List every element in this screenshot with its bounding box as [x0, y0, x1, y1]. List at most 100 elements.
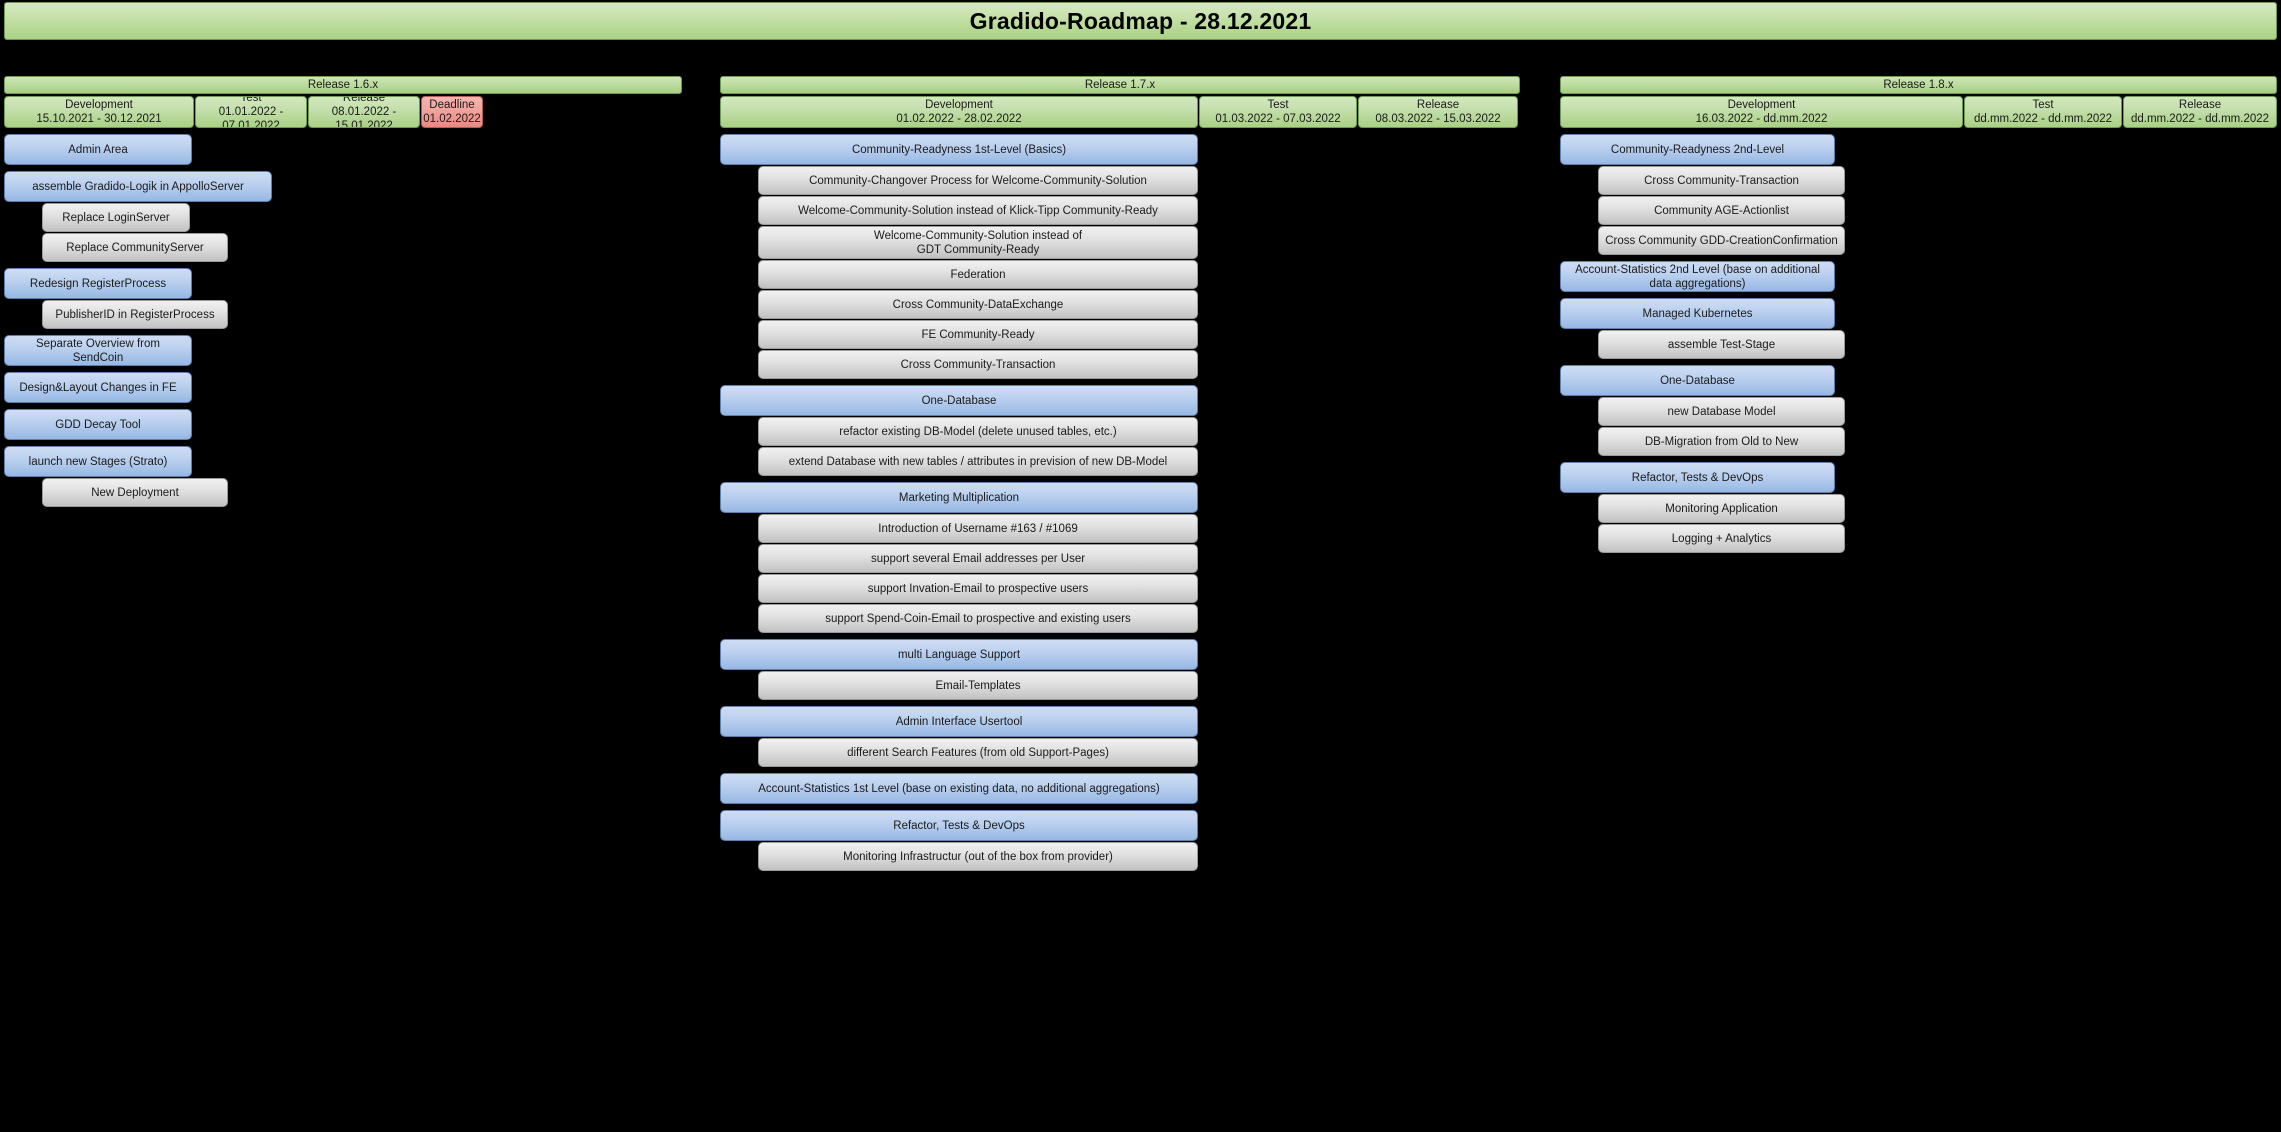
- task-epic[interactable]: One-Database: [1560, 365, 1835, 396]
- phase-dates: 01.01.2022 - 07.01.2022: [218, 106, 284, 128]
- roadmap-title-bar: Gradido-Roadmap - 28.12.2021: [4, 2, 2277, 40]
- task-subitem[interactable]: PublisherID in RegisterProcess: [42, 300, 228, 329]
- task-subitem[interactable]: Cross Community GDD-CreationConfirmation: [1598, 226, 1845, 255]
- task-label: Federation: [950, 268, 1006, 281]
- task-label: Cross Community-Transaction: [900, 358, 1056, 371]
- task-epic[interactable]: Design&Layout Changes in FE: [4, 372, 192, 403]
- task-epic[interactable]: Redesign RegisterProcess: [4, 268, 192, 299]
- task-subitem[interactable]: New Deployment: [42, 478, 228, 507]
- phase-name: Test: [240, 96, 262, 104]
- task-epic[interactable]: Marketing Multiplication: [720, 482, 1198, 513]
- phase-dates: 01.03.2022 - 07.03.2022: [1215, 113, 1341, 125]
- task-subitem[interactable]: Logging + Analytics: [1598, 524, 1845, 553]
- task-label: Welcome-Community-Solution instead of GD…: [873, 229, 1083, 256]
- task-epic[interactable]: launch new Stages (Strato): [4, 446, 192, 477]
- task-subitem[interactable]: Welcome-Community-Solution instead of GD…: [758, 226, 1198, 259]
- task-subitem[interactable]: Replace LoginServer: [42, 203, 190, 232]
- task-label: Monitoring Infrastructur (out of the box…: [843, 850, 1113, 863]
- phase-development[interactable]: Development 16.03.2022 - dd.mm.2022: [1560, 96, 1963, 128]
- task-subitem[interactable]: Monitoring Infrastructur (out of the box…: [758, 842, 1198, 871]
- phase-test[interactable]: Test 01.01.2022 - 07.01.2022: [195, 96, 307, 128]
- task-epic[interactable]: GDD Decay Tool: [4, 409, 192, 440]
- task-epic[interactable]: multi Language Support: [720, 639, 1198, 670]
- task-subitem[interactable]: assemble Test-Stage: [1598, 330, 1845, 359]
- task-subitem[interactable]: FE Community-Ready: [758, 320, 1198, 349]
- task-list: Admin Area assemble Gradido-Logik in Appo…: [4, 134, 682, 507]
- task-subitem[interactable]: support several Email addresses per User: [758, 544, 1198, 573]
- task-epic[interactable]: Community-Readyness 2nd-Level: [1560, 134, 1835, 165]
- task-label: Redesign RegisterProcess: [29, 277, 167, 290]
- phase-release[interactable]: Release dd.mm.2022 - dd.mm.2022: [2123, 96, 2277, 128]
- task-epic[interactable]: Separate Overview from SendCoin: [4, 335, 192, 366]
- task-subitem[interactable]: Welcome-Community-Solution instead of Kl…: [758, 196, 1198, 225]
- task-label: Community-Readyness 1st-Level (Basics): [851, 143, 1067, 156]
- task-label: support Spend-Coin-Email to prospective …: [825, 612, 1131, 625]
- phase-name: Development: [1727, 99, 1796, 111]
- task-label: Marketing Multiplication: [898, 491, 1020, 504]
- task-subitem[interactable]: different Search Features (from old Supp…: [758, 738, 1198, 767]
- task-label: Refactor, Tests & DevOps: [893, 819, 1025, 832]
- task-label: support Invation-Email to prospective us…: [867, 582, 1089, 595]
- phase-dates: 08.01.2022 - 15.01.2022: [331, 106, 397, 128]
- task-subitem[interactable]: support Invation-Email to prospective us…: [758, 574, 1198, 603]
- task-subitem[interactable]: Federation: [758, 260, 1198, 289]
- phase-name: Release: [2178, 99, 2222, 111]
- task-epic[interactable]: Account-Statistics 1st Level (base on ex…: [720, 773, 1198, 804]
- task-subitem[interactable]: Cross Community-DataExchange: [758, 290, 1198, 319]
- release-header: Release 1.7.x: [720, 76, 1520, 94]
- task-epic[interactable]: Admin Area: [4, 134, 192, 165]
- task-label: Managed Kubernetes: [1642, 307, 1753, 320]
- task-epic[interactable]: Refactor, Tests & DevOps: [720, 810, 1198, 841]
- task-epic[interactable]: Community-Readyness 1st-Level (Basics): [720, 134, 1198, 165]
- task-subitem[interactable]: Replace CommunityServer: [42, 233, 228, 262]
- phase-dates: 16.03.2022 - dd.mm.2022: [1695, 113, 1828, 125]
- task-label: DB-Migration from Old to New: [1644, 435, 1799, 448]
- task-label: FE Community-Ready: [921, 328, 1035, 341]
- phase-name: Development: [65, 99, 133, 111]
- task-label: Cross Community GDD-CreationConfirmation: [1605, 234, 1838, 247]
- task-label: multi Language Support: [897, 648, 1021, 661]
- task-label: refactor existing DB-Model (delete unuse…: [839, 425, 1117, 438]
- task-epic[interactable]: Account-Statistics 2nd Level (base on ad…: [1560, 261, 1835, 292]
- task-subitem[interactable]: Email-Templates: [758, 671, 1198, 700]
- task-label: New Deployment: [91, 486, 179, 499]
- task-subitem[interactable]: Cross Community-Transaction: [1598, 166, 1845, 195]
- task-label: One-Database: [1660, 374, 1735, 387]
- task-subitem[interactable]: extend Database with new tables / attrib…: [758, 447, 1198, 476]
- task-subitem[interactable]: support Spend-Coin-Email to prospective …: [758, 604, 1198, 633]
- task-epic[interactable]: One-Database: [720, 385, 1198, 416]
- task-subitem[interactable]: Community AGE-Actionlist: [1598, 196, 1845, 225]
- task-subitem[interactable]: Cross Community-Transaction: [758, 350, 1198, 379]
- task-subitem[interactable]: refactor existing DB-Model (delete unuse…: [758, 417, 1198, 446]
- task-label: One-Database: [921, 394, 997, 407]
- task-label: Account-Statistics 2nd Level (base on ad…: [1575, 263, 1820, 290]
- phase-dates: dd.mm.2022 - dd.mm.2022: [2130, 113, 2270, 125]
- phase-dates: 08.03.2022 - 15.03.2022: [1375, 113, 1501, 125]
- task-label: Community-Changover Process for Welcome-…: [809, 174, 1147, 187]
- task-epic[interactable]: Refactor, Tests & DevOps: [1560, 462, 1835, 493]
- task-subitem[interactable]: new Database Model: [1598, 397, 1845, 426]
- task-label: Admin Interface Usertool: [895, 715, 1023, 728]
- task-subitem[interactable]: DB-Migration from Old to New: [1598, 427, 1845, 456]
- task-subitem[interactable]: Community-Changover Process for Welcome-…: [758, 166, 1198, 195]
- task-epic[interactable]: Managed Kubernetes: [1560, 298, 1835, 329]
- task-label: Account-Statistics 1st Level (base on ex…: [758, 782, 1160, 795]
- task-subitem[interactable]: Introduction of Username #163 / #1069: [758, 514, 1198, 543]
- task-label: Cross Community-Transaction: [1644, 174, 1799, 187]
- phase-dates: 01.02.2022: [423, 113, 481, 125]
- task-label: Replace LoginServer: [62, 211, 170, 224]
- task-epic[interactable]: assemble Gradido-Logik in AppolloServer: [4, 171, 272, 202]
- task-subitem[interactable]: Monitoring Application: [1598, 494, 1845, 523]
- task-epic[interactable]: Admin Interface Usertool: [720, 706, 1198, 737]
